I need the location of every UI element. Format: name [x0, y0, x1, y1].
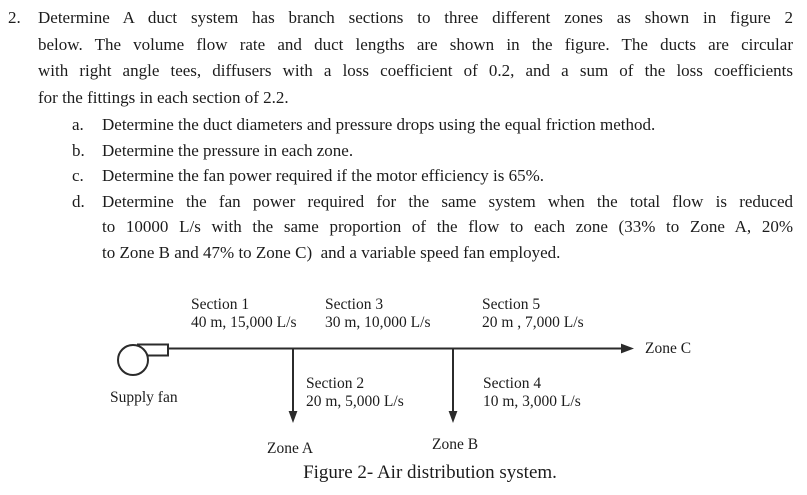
problem-item-c: c. Determine the fan power required if th… — [72, 163, 793, 189]
problem-item-b: b. Determine the pressure in each zone. — [72, 138, 793, 164]
item-text: Determine the pressure in each zone. — [102, 140, 354, 160]
item-letter: b. — [72, 140, 85, 160]
problem-item-list: a. Determine the duct diameters and press… — [72, 112, 793, 265]
section-1-name: Section 1 — [191, 296, 250, 313]
zone-c-label: Zone C — [645, 340, 692, 357]
duct-diagram-canvas — [117, 343, 634, 423]
section-3-name: Section 3 — [325, 296, 384, 313]
item-text: Determine the duct diameters and pressur… — [102, 115, 656, 134]
arrowhead-zone-c-icon — [621, 343, 634, 354]
zone-a-label: Zone A — [267, 440, 314, 457]
section-5-name: Section 5 — [482, 296, 541, 313]
arrowhead-zone-a-icon — [288, 411, 298, 423]
item-text: to 10000 L/s with the same proportion of… — [102, 217, 793, 236]
problem-number: 2. — [8, 8, 21, 27]
arrowhead-zone-b-icon — [448, 411, 458, 423]
section-4-detail: 10 m, 3,000 L/s — [483, 392, 581, 410]
item-letter: c. — [72, 166, 84, 185]
supply-fan-label: Supply fan — [110, 389, 178, 406]
section-1-detail: 40 m, 15,000 L/s — [191, 313, 297, 331]
section-3-label: Section 3 30 m, 10,000 L/s — [325, 296, 431, 331]
section-5-label: Section 5 20 m , 7,000 L/s — [482, 296, 584, 331]
section-4-label: Section 4 10 m, 3,000 L/s — [483, 375, 581, 410]
figure-2-diagram: Section 1 40 m, 15,000 L/s Section 3 30 … — [0, 285, 807, 495]
section-2-label: Section 2 20 m, 5,000 L/s — [306, 375, 404, 410]
paragraph-line: below. The volume flow rate and duct len… — [38, 34, 793, 54]
item-text: Determine the fan power required if the … — [102, 166, 544, 185]
problem-item-a: a. Determine the duct diameters and press… — [72, 112, 793, 138]
section-5-detail: 20 m , 7,000 L/s — [482, 313, 584, 331]
item-letter: a. — [72, 115, 84, 134]
section-1-label: Section 1 40 m, 15,000 L/s — [191, 296, 297, 331]
supply-fan-icon — [117, 343, 169, 376]
paragraph-line: with right angle tees, diffusers with a … — [38, 61, 793, 80]
item-text: to Zone B and 47% to Zone C) and a varia… — [102, 242, 561, 262]
section-4-name: Section 4 — [483, 375, 542, 392]
item-letter: d. — [72, 191, 85, 211]
section-2-name: Section 2 — [306, 375, 365, 392]
problem-item-d: d. Determine the fan power required for t… — [72, 189, 793, 266]
paragraph-line: for the fittings in each section of 2.2. — [38, 87, 289, 107]
section-3-detail: 30 m, 10,000 L/s — [325, 313, 431, 331]
zone-b-label: Zone B — [432, 436, 479, 453]
problem-paragraph: Determine A duct system has branch secti… — [38, 5, 793, 111]
item-text: Determine the fan power required for the… — [102, 191, 793, 211]
figure-caption: Figure 2- Air distribution system. — [303, 462, 557, 483]
paragraph-line: Determine A duct system has branch secti… — [38, 8, 793, 27]
section-2-detail: 20 m, 5,000 L/s — [306, 392, 404, 410]
